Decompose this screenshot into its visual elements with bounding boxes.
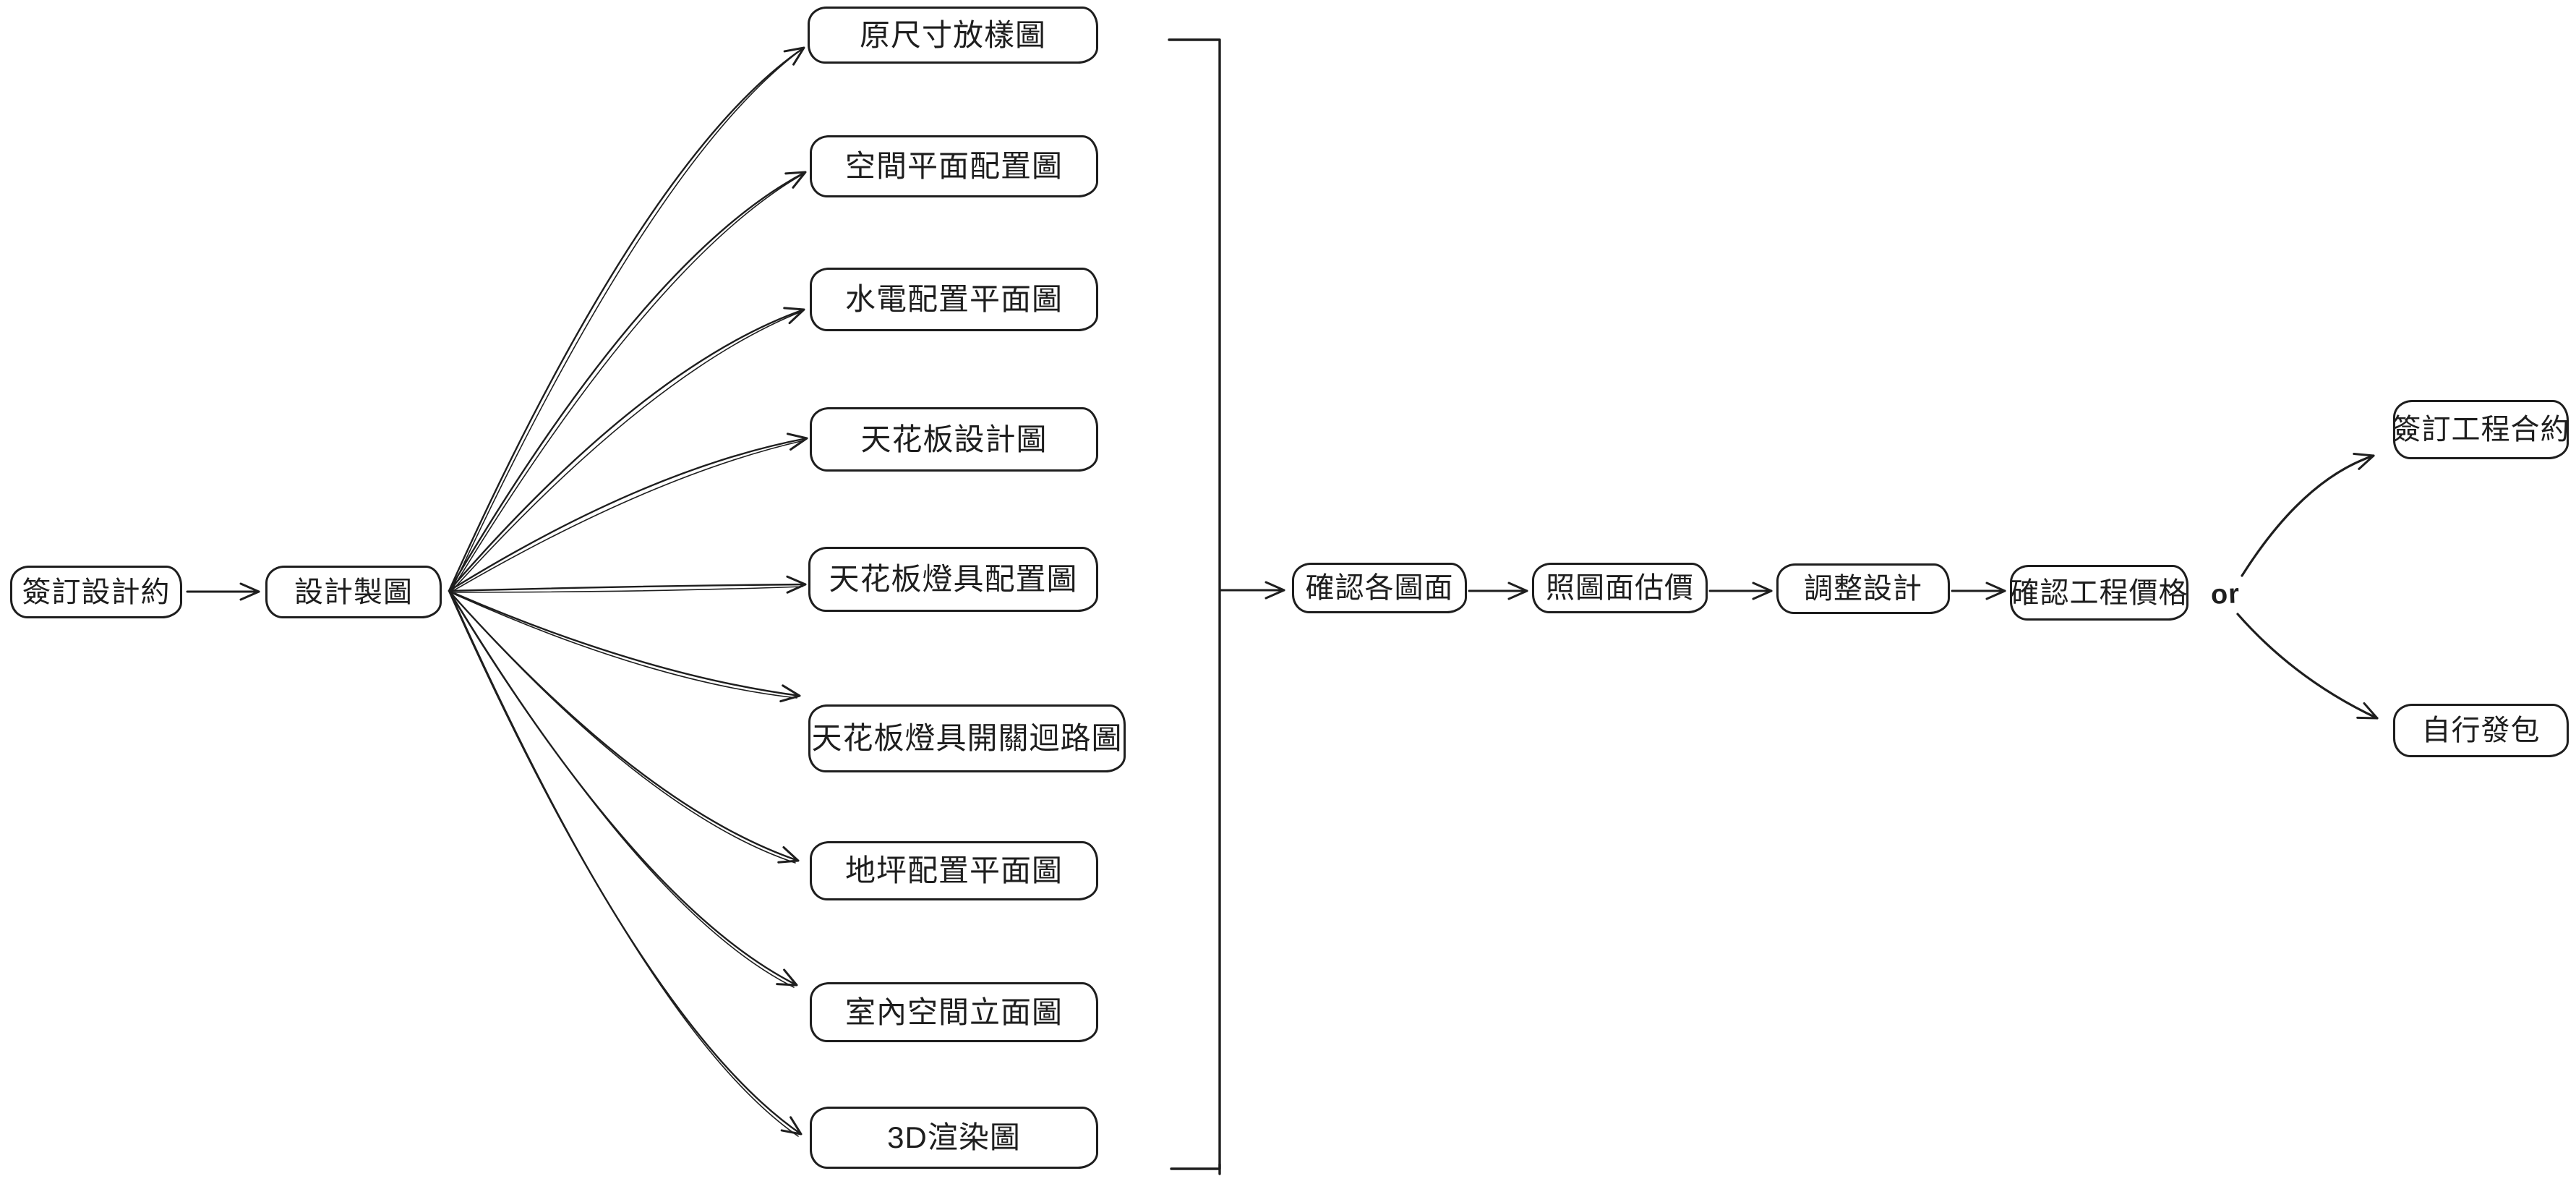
node-sign-construction-contract[interactable]: 簽訂工程合約 — [2392, 400, 2570, 459]
node-drawing-3d-render[interactable]: 3D渲染圖 — [810, 1107, 1098, 1169]
node-drawing-full-scale-layout[interactable]: 原尺寸放樣圖 — [808, 7, 1098, 64]
or-label[interactable]: or — [2210, 578, 2241, 610]
node-label: 空間平面配置圖 — [844, 149, 1063, 183]
node-label: 天花板設計圖 — [860, 422, 1048, 456]
node-label: 照圖面估價 — [1546, 572, 1694, 604]
arrow-hub-to-drawing-8[interactable] — [448, 589, 803, 1136]
node-label: 確認各圖面 — [1305, 572, 1454, 604]
arrow-or-to-self-contracting[interactable] — [2236, 613, 2379, 720]
arrow-hub-to-drawing-5-sketch[interactable] — [450, 592, 797, 699]
node-label: 簽訂設計約 — [22, 576, 171, 608]
arrow-hub-to-drawing-0[interactable] — [448, 46, 805, 592]
node-drawing-ceiling-lighting-plan[interactable]: 天花板燈具配置圖 — [808, 547, 1098, 612]
node-label: 自行發包 — [2421, 715, 2541, 746]
node-label: 原尺寸放樣圖 — [859, 17, 1046, 52]
arrow-hub-to-drawing-3-sketch[interactable] — [450, 440, 805, 593]
arrow-hub-to-drawing-1-sketch[interactable] — [450, 174, 803, 593]
arrow-hub-to-drawing-3[interactable] — [448, 433, 808, 592]
node-drawing-plumbing-electrical-plan[interactable]: 水電配置平面圖 — [810, 268, 1098, 331]
node-estimate-by-drawings[interactable]: 照圖面估價 — [1532, 563, 1708, 613]
node-label: 水電配置平面圖 — [844, 282, 1063, 316]
node-label: 天花板燈具開關迴路圖 — [811, 721, 1123, 755]
node-self-contracting[interactable]: 自行發包 — [2393, 704, 2569, 757]
node-label: 確認工程價格 — [2010, 576, 2188, 609]
node-adjust-design[interactable]: 調整設計 — [1776, 563, 1950, 614]
node-drawing-interior-elevation[interactable]: 室內空間立面圖 — [810, 982, 1098, 1042]
arrow-hub-to-drawing-1[interactable] — [448, 171, 807, 592]
node-label: 室內空間立面圖 — [844, 994, 1063, 1029]
node-drawing-floor-plan[interactable]: 地坪配置平面圖 — [810, 841, 1098, 900]
arrow-or-to-sign-contract[interactable] — [2241, 453, 2375, 577]
arrow-hub-to-drawing-7-sketch[interactable] — [450, 592, 795, 988]
node-sign-design-contract[interactable]: 簽訂設計約 — [10, 566, 182, 618]
arrow-hub-to-drawing-8-sketch[interactable] — [450, 592, 799, 1137]
node-confirm-drawings[interactable]: 確認各圖面 — [1292, 563, 1467, 613]
arrow-hub-to-drawing-4-sketch[interactable] — [450, 586, 803, 593]
node-label: 調整設計 — [1804, 573, 1922, 605]
node-drawing-space-plan[interactable]: 空間平面配置圖 — [810, 135, 1098, 197]
node-drawing-ceiling-switch-circuit[interactable]: 天花板燈具開關迴路圖 — [808, 704, 1126, 772]
node-confirm-project-price[interactable]: 確認工程價格 — [2010, 565, 2188, 621]
node-design-drafting[interactable]: 設計製圖 — [265, 566, 442, 618]
arrow-hub-to-drawing-2[interactable] — [448, 307, 805, 592]
arrow-hub-to-drawing-2-sketch[interactable] — [450, 311, 802, 593]
arrow-hub-to-drawing-0-sketch[interactable] — [450, 49, 802, 593]
node-label: 設計製圖 — [294, 576, 413, 608]
node-label: 簽訂工程合約 — [2392, 414, 2570, 446]
arrow-hub-to-drawing-5[interactable] — [448, 589, 801, 703]
node-label: 天花板燈具配置圖 — [829, 562, 1078, 596]
arrow-hub-to-drawing-6[interactable] — [448, 589, 800, 864]
node-label: 地坪配置平面圖 — [844, 853, 1063, 887]
merge-bracket[interactable] — [1168, 38, 1221, 1170]
arrow-hub-to-drawing-6-sketch[interactable] — [450, 592, 796, 864]
arrow-hub-to-drawing-4[interactable] — [448, 575, 807, 594]
node-drawing-ceiling-design[interactable]: 天花板設計圖 — [810, 407, 1098, 472]
node-label: 3D渲染圖 — [887, 1120, 1021, 1154]
